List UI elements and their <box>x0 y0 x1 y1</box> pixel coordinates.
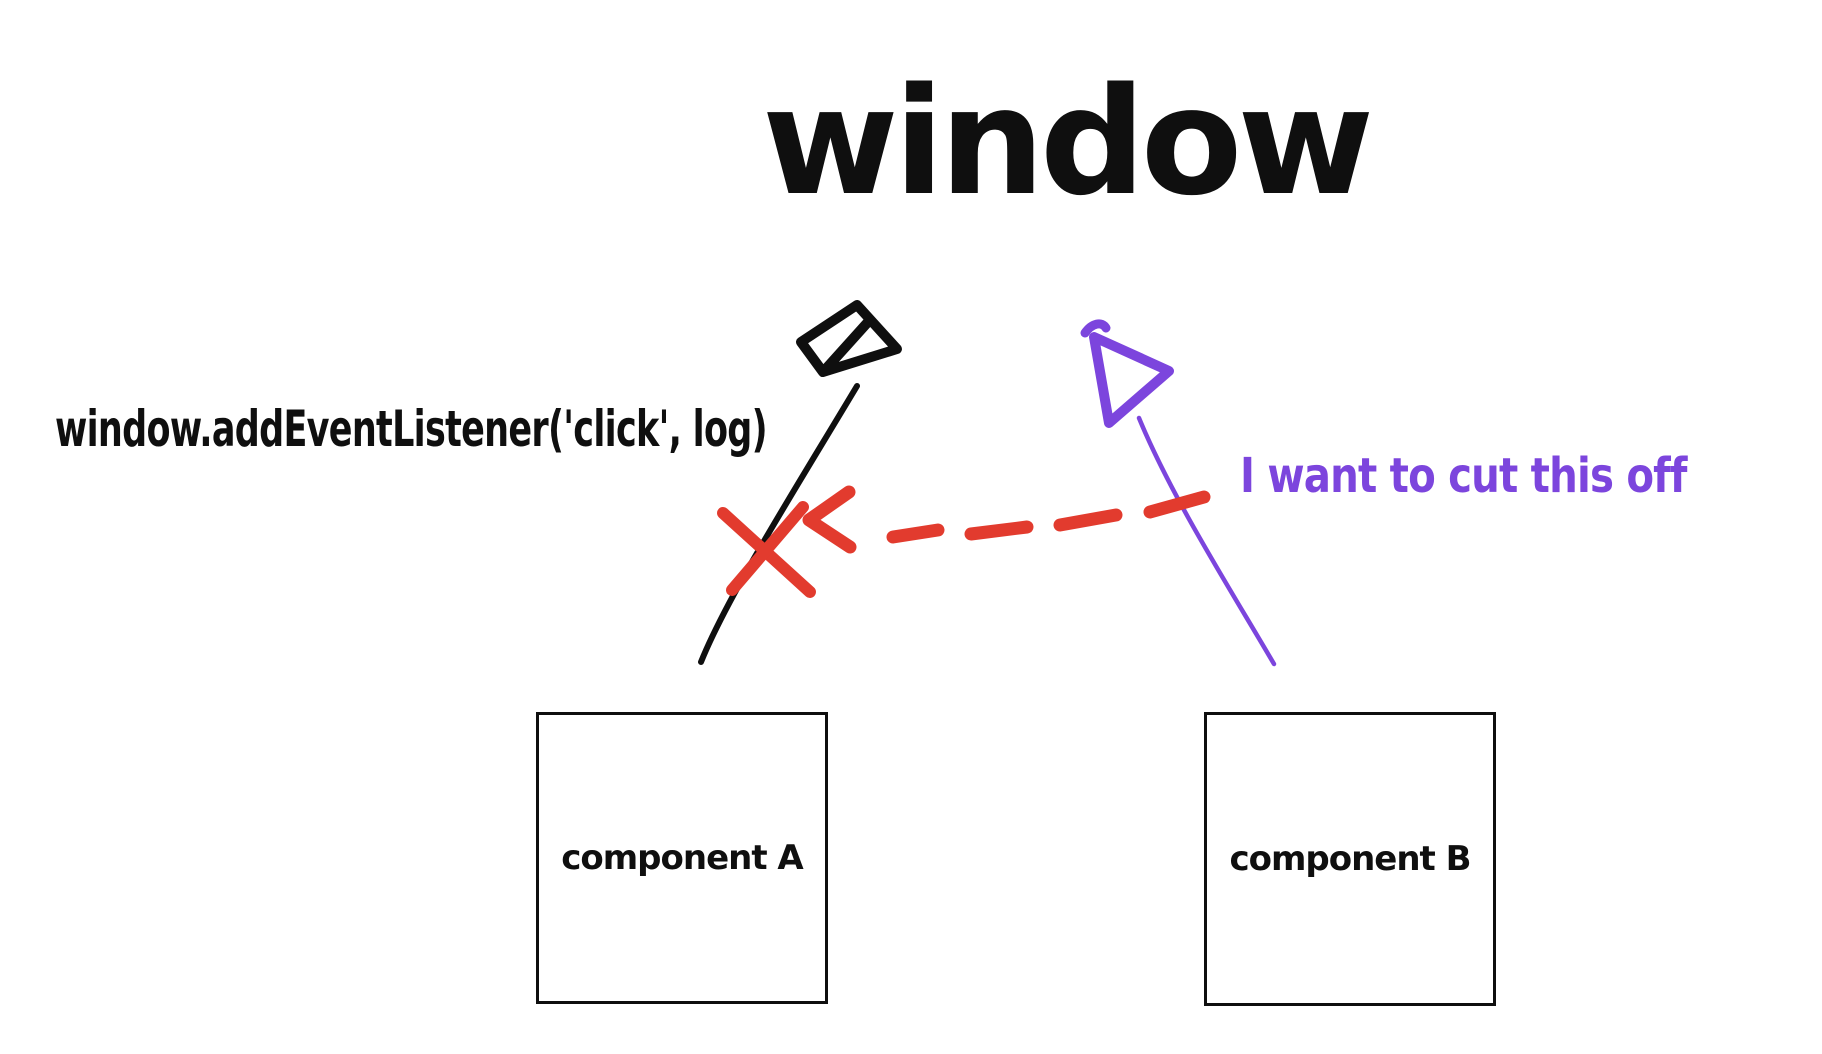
component-b-label: component B <box>1229 839 1471 879</box>
component-a-box: component A <box>536 712 828 1004</box>
red-arrowhead-icon <box>802 485 857 554</box>
cut-dashed-arrow <box>802 485 1211 554</box>
red-x-mark-icon <box>717 501 816 598</box>
window-title: window <box>762 56 1374 228</box>
purple-arrowhead-icon <box>1089 332 1174 428</box>
add-event-listener-label: window.addEventListener('click', log) <box>55 400 768 458</box>
component-a-label: component A <box>561 838 804 878</box>
black-arrowhead-icon <box>796 300 902 377</box>
component-b-box: component B <box>1204 712 1496 1006</box>
component-b-to-window-arrow <box>1080 319 1277 667</box>
cut-this-off-note: I want to cut this off <box>1240 448 1687 504</box>
component-a-to-window-arrow <box>698 300 902 665</box>
